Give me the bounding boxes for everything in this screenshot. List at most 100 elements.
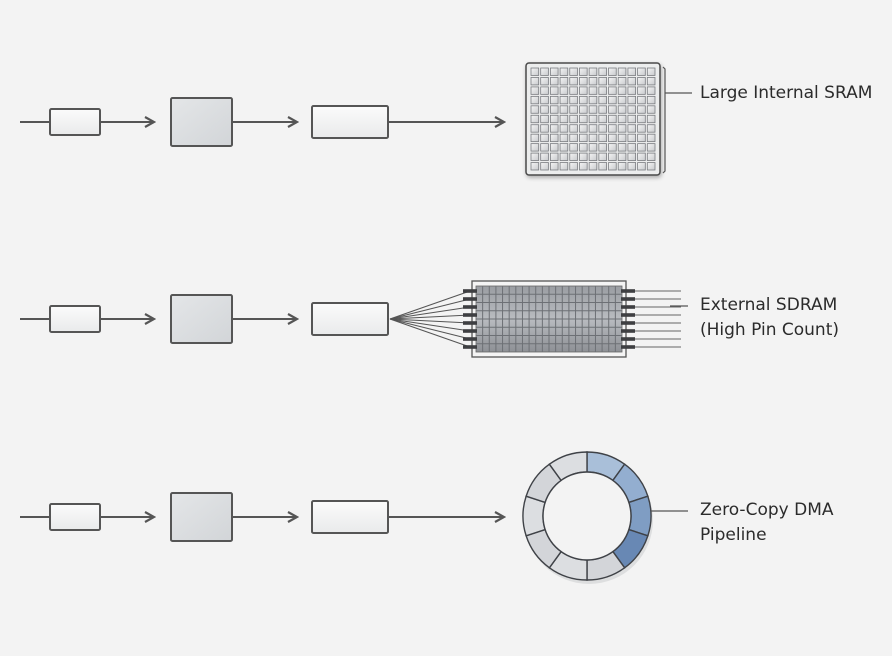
sram-cell [569, 133, 578, 143]
sram-cell [569, 152, 578, 161]
sram-cell [608, 133, 617, 143]
sram-cell [637, 77, 646, 86]
sram-cell [540, 162, 549, 171]
sram-cell [627, 162, 637, 171]
sram-cell [588, 152, 598, 161]
sram-cell [579, 124, 588, 133]
sram-cell [559, 124, 569, 133]
sram-cell [530, 95, 540, 105]
sram-cell [530, 77, 540, 86]
sram-cell [646, 95, 656, 105]
sram-cell [617, 162, 627, 171]
sram-cell [540, 114, 549, 124]
sram-cell [540, 143, 549, 152]
sdram-fan-line [389, 318, 471, 340]
sram-cell [549, 152, 559, 161]
sram-cell [549, 124, 559, 133]
pipeline-row-sram [20, 62, 692, 176]
sram-cell [559, 77, 569, 86]
ring-segment-active [627, 495, 652, 537]
sram-cell [617, 114, 627, 124]
sram-cell [540, 77, 549, 86]
sram-cell [627, 67, 637, 76]
sram-cell [627, 95, 637, 105]
sram-cell [637, 67, 646, 76]
sram-cell [559, 133, 569, 143]
sram-cell [579, 86, 588, 95]
label-dma-line-2: Pipeline [700, 525, 767, 545]
sram-cell [588, 114, 598, 124]
sram-cell [559, 162, 569, 171]
sram-cell [540, 152, 549, 161]
sram-cell [646, 133, 656, 143]
sram-cell [598, 105, 607, 114]
sdram-pin-right [621, 313, 635, 317]
sram-cell [637, 95, 646, 105]
sram-cell [540, 95, 549, 105]
sram-cell [598, 152, 607, 161]
sram-cell [588, 133, 598, 143]
sram-cell [588, 124, 598, 133]
sram-cell [579, 67, 588, 76]
sram-cell [608, 143, 617, 152]
sram-cell [540, 86, 549, 95]
stage-box-small [49, 108, 101, 136]
sram-cell [549, 114, 559, 124]
sdram-pin-left [463, 313, 477, 317]
sram-cell [598, 86, 607, 95]
sram-cell [646, 86, 656, 95]
sram-cell [627, 152, 637, 161]
sram-cell [608, 124, 617, 133]
sdram-fan-line [389, 306, 471, 320]
sram-cell [627, 105, 637, 114]
sram-cell [569, 77, 578, 86]
sram-cell [569, 67, 578, 76]
sram-cell [540, 124, 549, 133]
sram-cell [588, 95, 598, 105]
sram-cell [598, 67, 607, 76]
sram-cell [646, 114, 656, 124]
sram-cell [617, 95, 627, 105]
sram-cell [627, 114, 637, 124]
sram-cell [608, 152, 617, 161]
sram-cell [637, 162, 646, 171]
sram-cell [598, 95, 607, 105]
stage-box-processor [170, 294, 233, 344]
sram-cell [549, 67, 559, 76]
label-sram-line-1: Large Internal SRAM [700, 83, 873, 103]
sram-cell [549, 162, 559, 171]
sram-cell [549, 95, 559, 105]
sram-cell [588, 143, 598, 152]
sram-cell [627, 133, 637, 143]
sram-cell [598, 133, 607, 143]
sram-cell [530, 67, 540, 76]
sram-cell [646, 152, 656, 161]
sram-cell [569, 124, 578, 133]
sram-cell [617, 86, 627, 95]
sram-cell [530, 86, 540, 95]
sram-cell [559, 67, 569, 76]
label-sdram-line-1: External SDRAM [700, 295, 838, 315]
sram-cell [598, 143, 607, 152]
sram-cell [637, 124, 646, 133]
sram-cell [530, 114, 540, 124]
sram-cell [530, 105, 540, 114]
sdram-pin-left [463, 345, 477, 349]
sdram-pin-right [621, 345, 635, 349]
label-dma: Zero-Copy DMA Pipeline [700, 498, 834, 548]
sram-cell [579, 114, 588, 124]
stage-box-buffer [311, 500, 389, 534]
sram-cell [559, 143, 569, 152]
sram-cell [598, 77, 607, 86]
sram-cell [646, 105, 656, 114]
sram-cell [579, 152, 588, 161]
sram-cell [559, 86, 569, 95]
sram-cell [540, 105, 549, 114]
sram-cell [569, 143, 578, 152]
sram-cell [608, 86, 617, 95]
sram-cell [559, 114, 569, 124]
sdram-pin-right [621, 305, 635, 309]
sram-cell [598, 114, 607, 124]
sram-cell [549, 86, 559, 95]
